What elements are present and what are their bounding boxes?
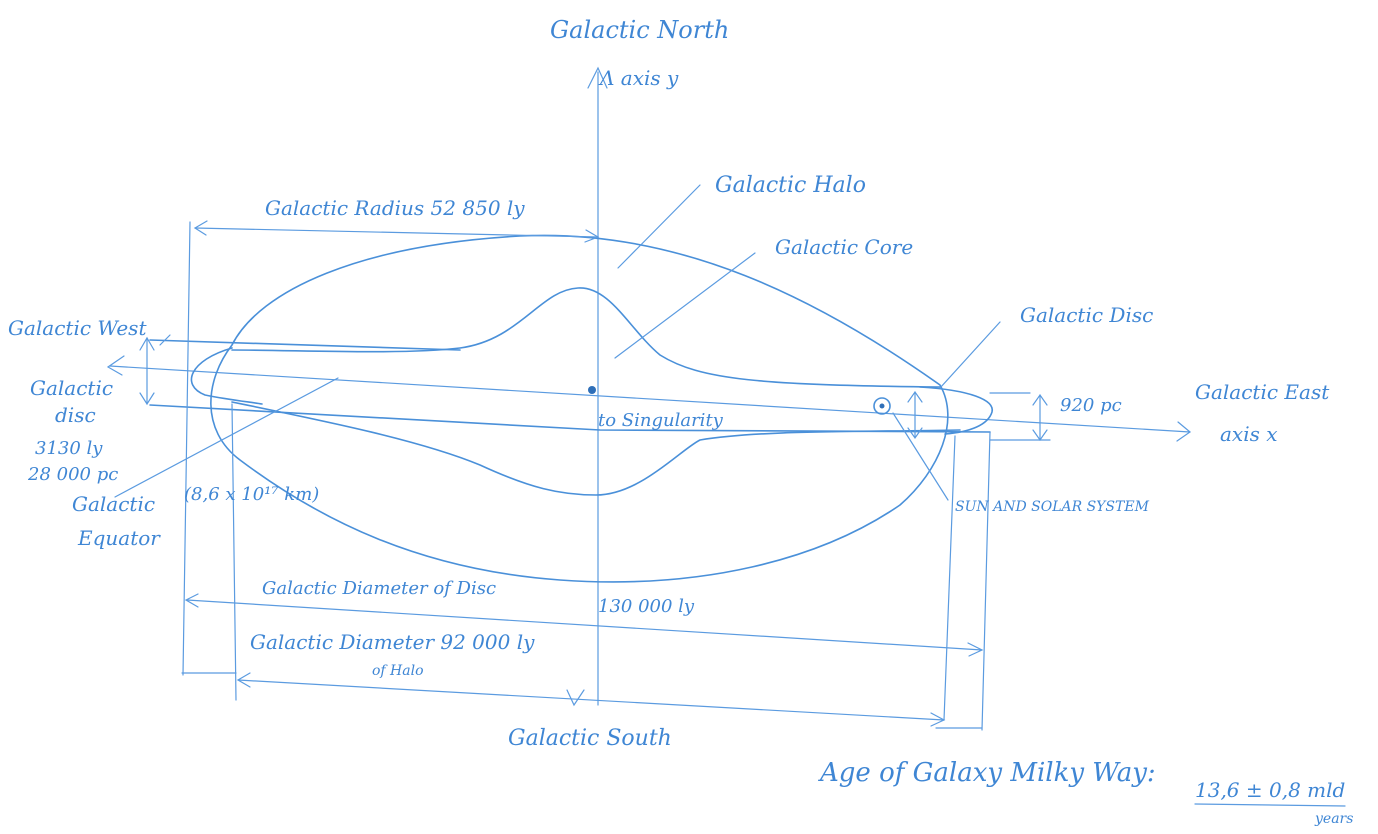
- galactic-west-label: Galactic West: [8, 316, 147, 340]
- age-prefix-label: Age of Galaxy Milky Way:: [820, 758, 1156, 788]
- pc-920-label: 920 pc: [1060, 395, 1122, 416]
- sun-circle: [873, 397, 891, 415]
- galactic-disc-label: Galactic Disc: [1020, 303, 1154, 327]
- leader-core: [614, 252, 756, 359]
- frame-left-outer: [182, 221, 191, 676]
- age-value-label: 13,6 ± 0,8 mld: [1195, 778, 1346, 802]
- frame-right-inner: [943, 435, 956, 721]
- age-underline: [1194, 803, 1346, 807]
- leader-sun: [892, 412, 949, 501]
- halo-outline: [210, 234, 949, 583]
- radius-line: [194, 227, 599, 238]
- galactic-north-label: Galactic North: [550, 16, 730, 44]
- sun-center-dot: [879, 403, 885, 409]
- halo-diameter-line: [237, 679, 945, 721]
- radius-arrow-left: [193, 220, 208, 236]
- galactic-core-label: Galactic Core: [775, 235, 914, 259]
- halo-diameter-arrow-left: [236, 672, 251, 688]
- ly-130-label: 130 000 ly: [598, 596, 695, 617]
- galactic-radius-label: Galactic Radius 52 850 ly: [265, 196, 525, 220]
- radius-arrow-right: [584, 229, 600, 243]
- disc-diameter-line: [186, 599, 983, 651]
- frame-right-outer: [981, 431, 991, 731]
- age-unit-label: years: [1315, 811, 1354, 827]
- leader-equator: [114, 377, 339, 498]
- galactic-equator-line1: Galactic: [72, 492, 156, 516]
- singularity-label: to Singularity: [598, 410, 723, 431]
- disc-thickness-left-arrow-bottom: [139, 392, 155, 406]
- galactic-disc-left-line1: Galactic: [30, 376, 114, 400]
- disc-band-left: [190, 347, 263, 405]
- leader-halo: [617, 184, 701, 269]
- disc-diameter-arrow-left: [184, 593, 199, 608]
- of-halo-label: of Halo: [372, 663, 424, 679]
- diameter-disc-label: Galactic Diameter of Disc: [262, 578, 497, 599]
- axis-y-arrowhead-bottom: [566, 689, 585, 707]
- axis-x-line: [109, 365, 1191, 433]
- axis-x-arrowhead-west: [106, 355, 125, 376]
- galactic-halo-label: Galactic Halo: [715, 173, 866, 198]
- disc-diameter-arrow-right: [967, 642, 984, 657]
- thickness-pc-label: 28 000 pc: [28, 464, 119, 485]
- galactic-east-line2: axis x: [1220, 422, 1278, 446]
- core-bulge: [231, 287, 941, 388]
- sun-solar-system-label: SUN AND SOLAR SYSTEM: [955, 499, 1149, 515]
- thickness-ly-label: 3130 ly: [35, 438, 103, 459]
- axis-x-arrowhead-east: [1176, 421, 1191, 442]
- core-bulge-lower: [231, 401, 961, 496]
- galactic-equator-line2: Equator: [78, 526, 160, 550]
- frame-left-inner: [231, 403, 237, 701]
- diameter-halo-label: Galactic Diameter 92 000 ly: [250, 630, 535, 654]
- galactic-disc-left-line2: disc: [55, 403, 96, 427]
- leader-disc: [939, 321, 1001, 389]
- disc-band-bottom: [149, 404, 991, 433]
- axis-y-arrowhead-top: [587, 66, 608, 89]
- galactic-south-label: Galactic South: [508, 726, 672, 751]
- singularity-dot: [588, 386, 596, 394]
- thickness-920-left-arrows: [907, 390, 923, 440]
- disc-band-right: [919, 386, 993, 435]
- km-label: (8,6 x 10¹⁷ km): [184, 484, 320, 505]
- axis-y-label: Λ axis y: [600, 66, 679, 90]
- halo-diameter-arrow-right: [930, 712, 946, 727]
- disc-thickness-left-arrow-top: [139, 336, 155, 351]
- disc-band-top: [149, 339, 461, 351]
- galactic-east-line1: Galactic East: [1195, 380, 1330, 404]
- leader-west: [159, 334, 171, 346]
